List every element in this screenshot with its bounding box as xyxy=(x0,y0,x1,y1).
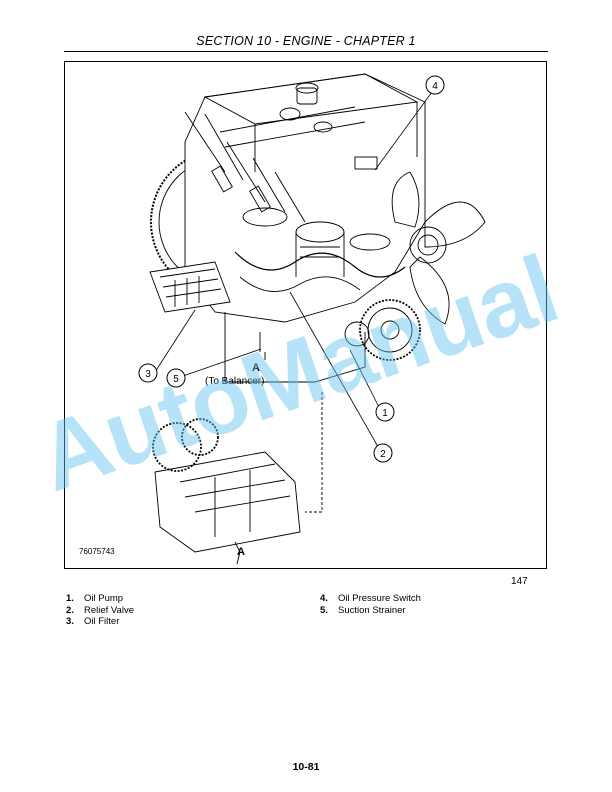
callout-5: 5 xyxy=(166,368,186,388)
callout-2: 2 xyxy=(373,443,393,463)
legend-item: 4.Oil Pressure Switch xyxy=(320,593,421,604)
legend-item: 1.Oil Pump xyxy=(66,593,124,604)
figure-number: 147 xyxy=(511,576,528,587)
fan-drawing xyxy=(391,171,486,325)
figure-code: 76075743 xyxy=(79,547,115,556)
callout-4: 4 xyxy=(425,75,445,95)
marker-a-lower: A xyxy=(237,546,245,558)
svg-text:1: 1 xyxy=(382,408,388,419)
svg-text:2: 2 xyxy=(380,449,386,460)
figure-frame: 4 3 5 1 2 A (To Balancer) A 76075743 xyxy=(64,61,547,569)
legend-left: 1.Oil Pump 2.Relief Valve 3.Oil Filter xyxy=(66,593,134,628)
page-number: 10-81 xyxy=(292,761,320,773)
oil-pump-assembly-drawing xyxy=(152,418,301,565)
callout-3: 3 xyxy=(138,363,158,383)
leader-lines xyxy=(154,91,433,453)
oil-filter-drawing xyxy=(149,261,231,313)
crank-pulley-drawing xyxy=(344,299,421,361)
legend-item: 2.Relief Valve xyxy=(66,604,134,616)
page-header: SECTION 10 - ENGINE - CHAPTER 1 xyxy=(196,34,416,48)
balancer-label: (To Balancer) xyxy=(205,376,264,387)
svg-text:4: 4 xyxy=(432,81,438,92)
engine-lubrication-illustration: 4 3 5 1 2 A (To Balancer) A 76075743 xyxy=(79,73,486,565)
marker-a-upper: A xyxy=(252,362,260,374)
dashed-oil-line xyxy=(305,392,323,513)
callout-1: 1 xyxy=(375,402,395,422)
legend-item: 3.Oil Filter xyxy=(66,616,120,627)
header-rule xyxy=(64,51,548,52)
svg-text:5: 5 xyxy=(173,374,179,385)
legend-item: 5.Suction Strainer xyxy=(320,604,406,616)
legend-right: 4.Oil Pressure Switch 5.Suction Strainer xyxy=(320,593,421,616)
svg-text:3: 3 xyxy=(145,369,151,380)
engine-block-drawing xyxy=(184,73,426,323)
oil-pressure-switch-drawing xyxy=(354,156,378,170)
